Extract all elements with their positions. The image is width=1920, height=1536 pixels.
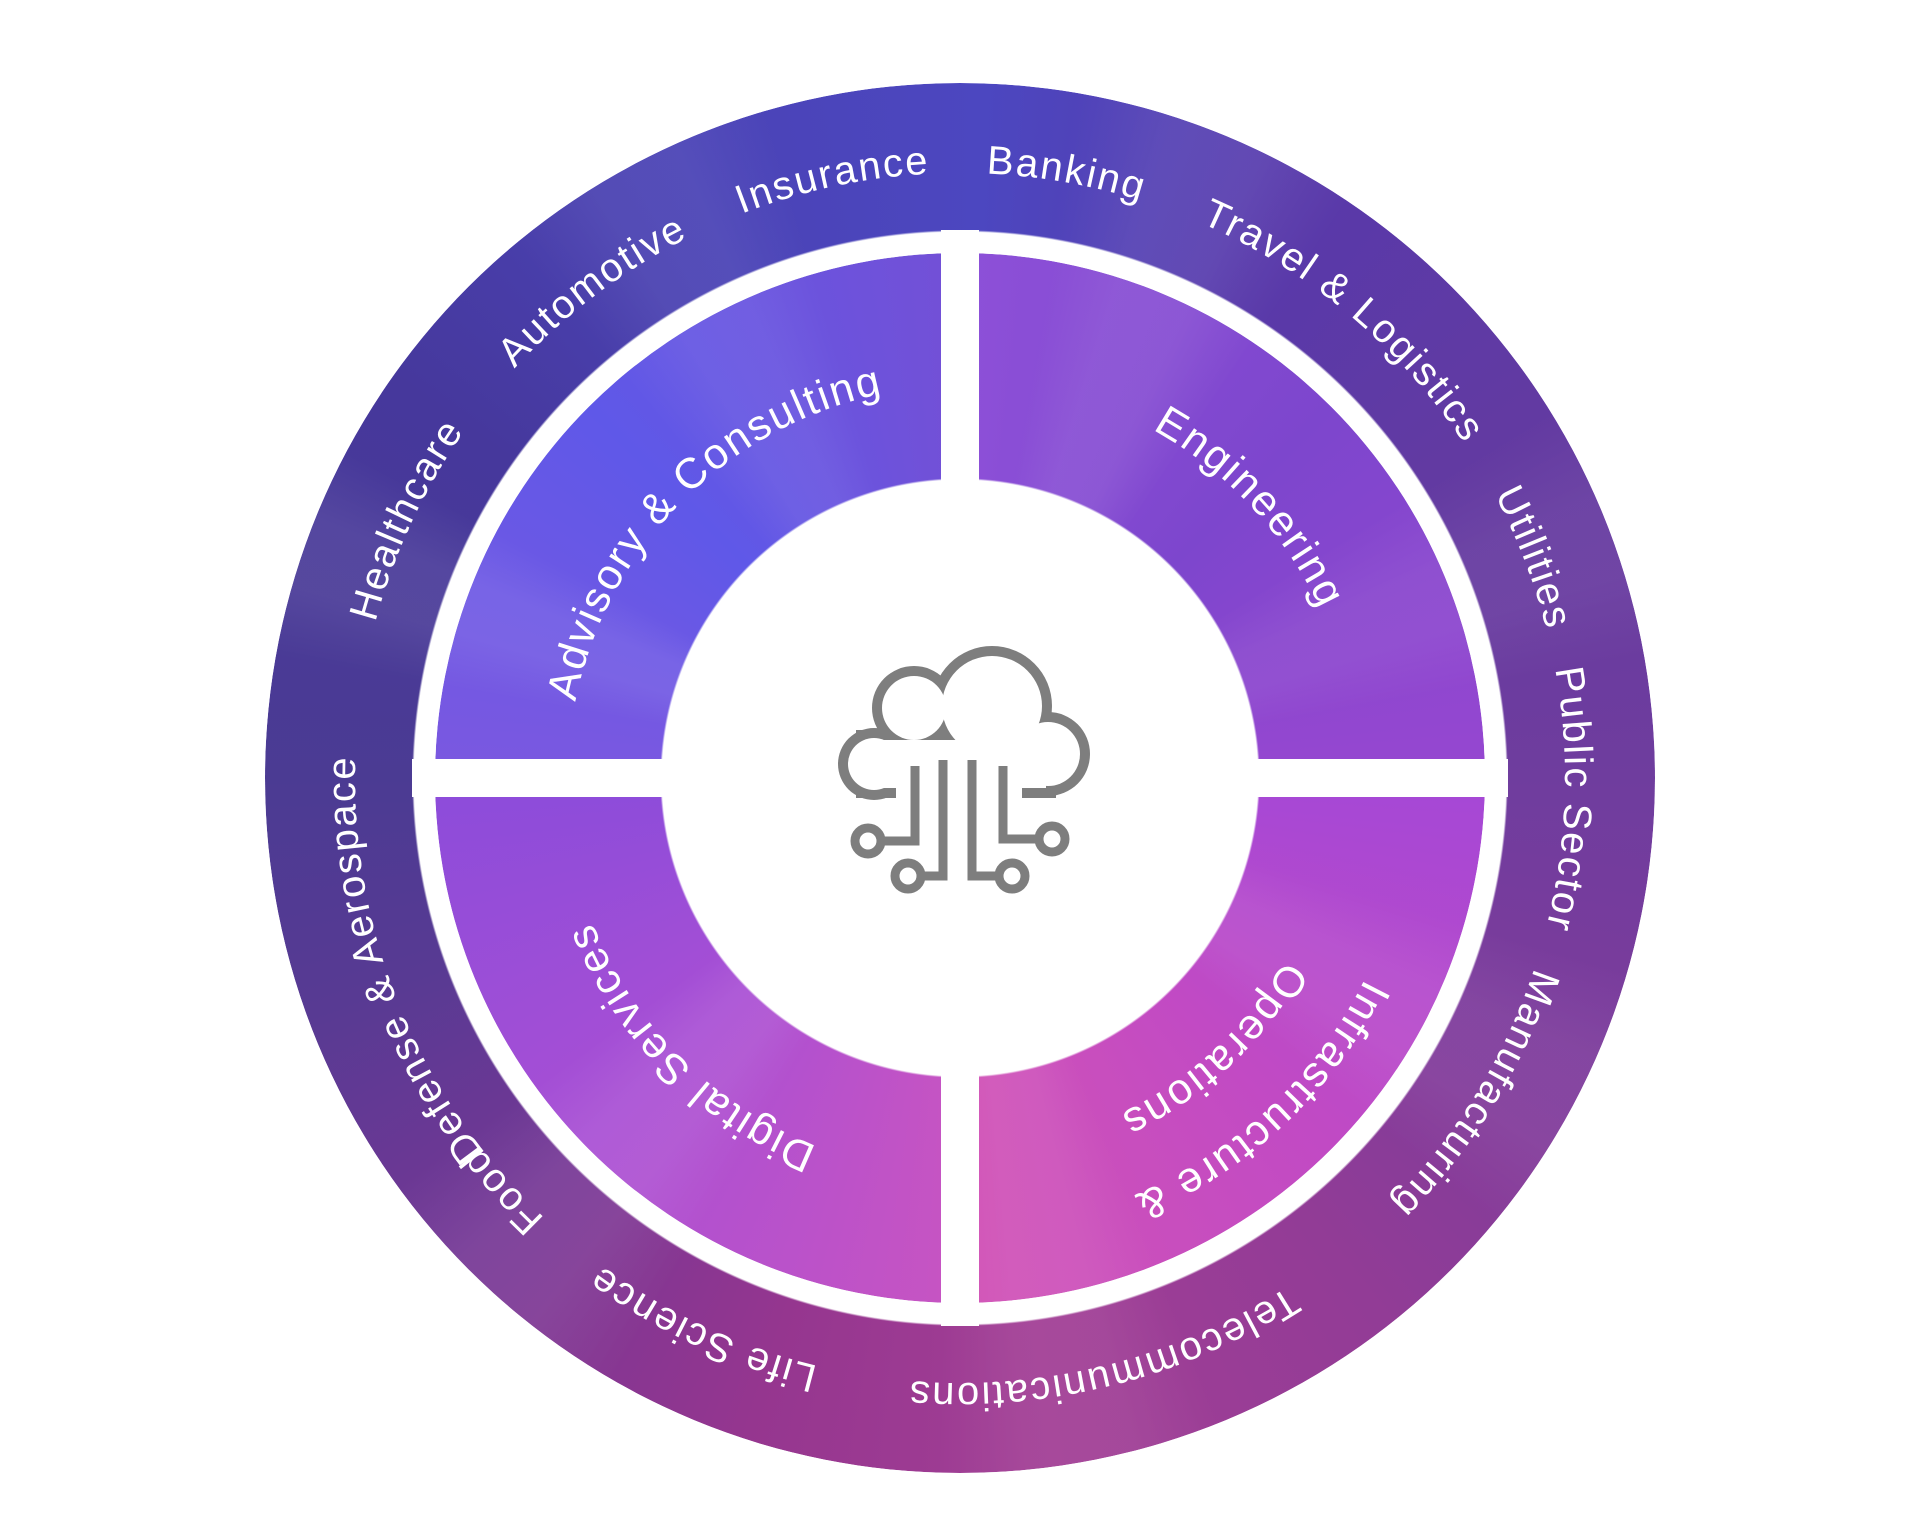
outer-ring-label-travel-logistics: Travel & Logistics bbox=[1197, 191, 1494, 450]
capability-label-engineering: Engineering bbox=[1147, 397, 1355, 615]
outer-ring-label-insurance: Insurance bbox=[729, 139, 931, 223]
outer-ring-label-life-science: Life Science bbox=[580, 1257, 820, 1400]
outer-ring-label-automotive: Automotive bbox=[489, 206, 693, 375]
cloud-circuit-icon bbox=[838, 646, 1090, 894]
outer-ring-label-healthcare: Healthcare bbox=[342, 410, 473, 625]
outer-ring-label-defense-aerospace: Defense & Aerospace bbox=[320, 755, 491, 1173]
capability-label-advisory-consulting: Advisory & Consulting bbox=[538, 356, 886, 704]
outer-ring-label-telecommunications: Telecommunications bbox=[906, 1279, 1307, 1419]
outer-ring-label-public-sector: Public Sector bbox=[1537, 663, 1600, 936]
capability-label-digital-services: Digital Services bbox=[557, 917, 822, 1182]
outer-ring-label-manufacturing: Manufacturing bbox=[1383, 965, 1567, 1228]
outer-ring-label-banking: Banking bbox=[986, 138, 1152, 209]
outer-ring-label-utilities: Utilities bbox=[1487, 479, 1581, 634]
